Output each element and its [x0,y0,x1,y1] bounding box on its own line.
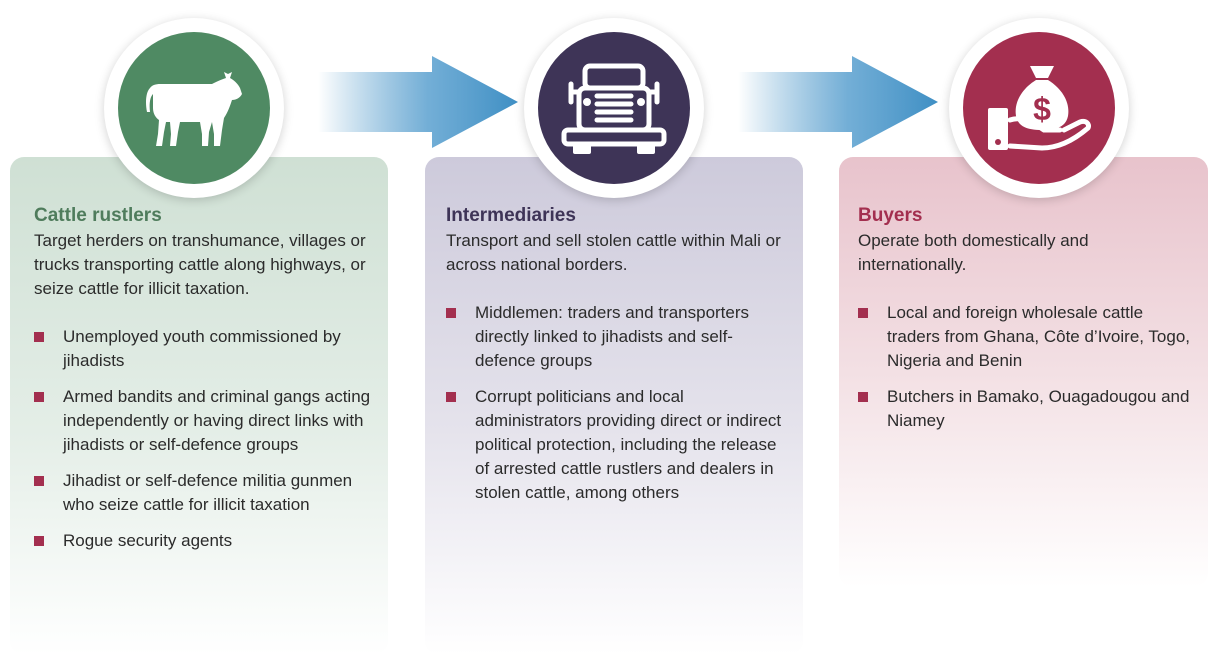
intermediaries-card [425,157,803,655]
cattle-rustlers-column: Cattle rustlers Target herders on transh… [34,203,374,565]
list-item-text: Butchers in Bamako, Ouagadougou and Niam… [887,387,1190,430]
column-heading: Cattle rustlers [34,205,162,226]
square-bullet-icon [858,308,868,318]
list-item: Middlemen: traders and transporters dire… [446,301,786,373]
list-item: Rogue security agents [34,529,374,553]
list-item: Local and foreign wholesale cattle trade… [858,301,1198,373]
square-bullet-icon [34,536,44,546]
square-bullet-icon [34,332,44,342]
intermediaries-badge [524,18,704,198]
buyers-column: Buyers Operate both domestically and int… [858,203,1198,445]
buyers-badge: $ [949,18,1129,198]
cattle-rustlers-card [10,157,388,655]
square-bullet-icon [34,392,44,402]
column-description: Target herders on transhumance, villages… [34,231,366,298]
square-bullet-icon [858,392,868,402]
intermediaries-column: Intermediaries Transport and sell stolen… [446,203,786,517]
list-item-text: Armed bandits and criminal gangs acting … [63,387,371,454]
buyers-card [839,157,1208,587]
square-bullet-icon [34,476,44,486]
list-item-text: Jihadist or self-defence militia gunmen … [63,471,353,514]
item-list: Local and foreign wholesale cattle trade… [858,301,1198,433]
column-description: Operate both domestically and internatio… [858,231,1089,274]
column-description: Transport and sell stolen cattle within … [446,231,781,274]
column-heading: Buyers [858,205,923,226]
flow-arrow-icon [318,56,518,148]
dollar-sign: $ [1033,91,1051,127]
cattle-rustlers-badge [104,18,284,198]
item-list: Unemployed youth commissioned by jihadis… [34,325,374,553]
column-heading: Intermediaries [446,205,576,226]
list-item-text: Local and foreign wholesale cattle trade… [887,303,1191,370]
list-item-text: Middlemen: traders and transporters dire… [475,303,750,370]
money-bag-hand-icon: $ [988,66,1091,151]
list-item-text: Unemployed youth commissioned by jihadis… [63,327,341,370]
cow-icon [146,72,242,146]
list-item: Unemployed youth commissioned by jihadis… [34,325,374,373]
list-item: Butchers in Bamako, Ouagadougou and Niam… [858,385,1198,433]
square-bullet-icon [446,392,456,402]
truck-icon [561,63,667,154]
square-bullet-icon [446,308,456,318]
flow-arrow-icon [738,56,938,148]
list-item: Jihadist or self-defence militia gunmen … [34,469,374,517]
item-list: Middlemen: traders and transporters dire… [446,301,786,505]
list-item-text: Corrupt politicians and local administra… [475,387,782,502]
list-item-text: Rogue security agents [63,531,233,550]
list-item: Corrupt politicians and local administra… [446,385,786,505]
list-item: Armed bandits and criminal gangs acting … [34,385,374,457]
